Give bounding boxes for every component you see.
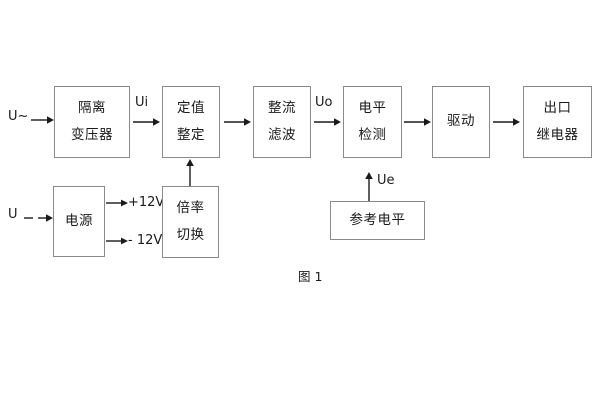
block-reference-level: 参考电平: [330, 201, 425, 240]
block-multiplier-switch-line-1: 倍率: [176, 199, 205, 216]
signal-label-negative-12v: - 12V: [128, 233, 163, 248]
block-drive: 驱动: [432, 86, 490, 158]
block-isolation-transformer-line-1: 隔离: [78, 99, 106, 116]
block-output-relay-line-2: 继电器: [536, 127, 579, 143]
arrow-reference-level-to-level-detection: [364, 172, 374, 201]
block-multiplier-switch: 倍率 切换: [162, 186, 219, 258]
figure-caption: 图 1: [298, 269, 323, 284]
signal-label-ue: Ue: [377, 173, 395, 188]
input-label-dc: U: [8, 207, 18, 222]
block-setting-value-line-2: 整定: [177, 127, 205, 143]
arrow-dc-to-power-supply: [24, 213, 54, 223]
block-rectify-filter-line-1: 整流: [268, 99, 296, 116]
signal-label-uo: Uo: [315, 95, 333, 110]
block-multiplier-switch-line-2: 切换: [176, 227, 205, 243]
block-setting-value-line-1: 定值: [177, 99, 205, 116]
block-rectify-filter: 整流 滤波: [253, 86, 311, 158]
arrow-level-detection-to-drive: [404, 117, 432, 127]
block-isolation-transformer-line-2: 变压器: [71, 127, 113, 143]
block-isolation-transformer: 隔离 变压器: [54, 86, 130, 158]
arrow-setting-value-to-rectify-filter: [224, 117, 252, 127]
block-rectify-filter-line-2: 滤波: [268, 127, 296, 143]
arrow-power-supply-negative-rail: [106, 236, 130, 246]
arrow-isolation-transformer-to-setting-value: [133, 117, 161, 127]
arrow-multiplier-switch-to-setting-value: [185, 159, 195, 186]
arrow-ac-to-isolation-transformer: [31, 115, 55, 125]
signal-label-positive-12v: +12V: [128, 195, 165, 210]
block-level-detection: 电平 检测: [343, 86, 402, 158]
arrow-drive-to-output-relay: [493, 117, 521, 127]
signal-label-ui: Ui: [135, 95, 149, 110]
block-level-detection-line-2: 检测: [358, 127, 387, 143]
arrow-power-supply-positive-rail: [106, 198, 130, 208]
arrow-rectify-filter-to-level-detection: [314, 117, 342, 127]
block-power-supply-line-1: 电源: [65, 212, 93, 229]
block-output-relay: 出口 继电器: [523, 86, 592, 158]
block-output-relay-line-1: 出口: [543, 99, 572, 116]
block-level-detection-line-1: 电平: [358, 99, 387, 116]
input-label-ac: U~: [8, 109, 29, 124]
block-drive-line-1: 驱动: [447, 113, 475, 130]
block-power-supply: 电源: [53, 186, 105, 257]
block-reference-level-line-1: 参考电平: [349, 211, 406, 228]
block-setting-value: 定值 整定: [162, 86, 220, 158]
